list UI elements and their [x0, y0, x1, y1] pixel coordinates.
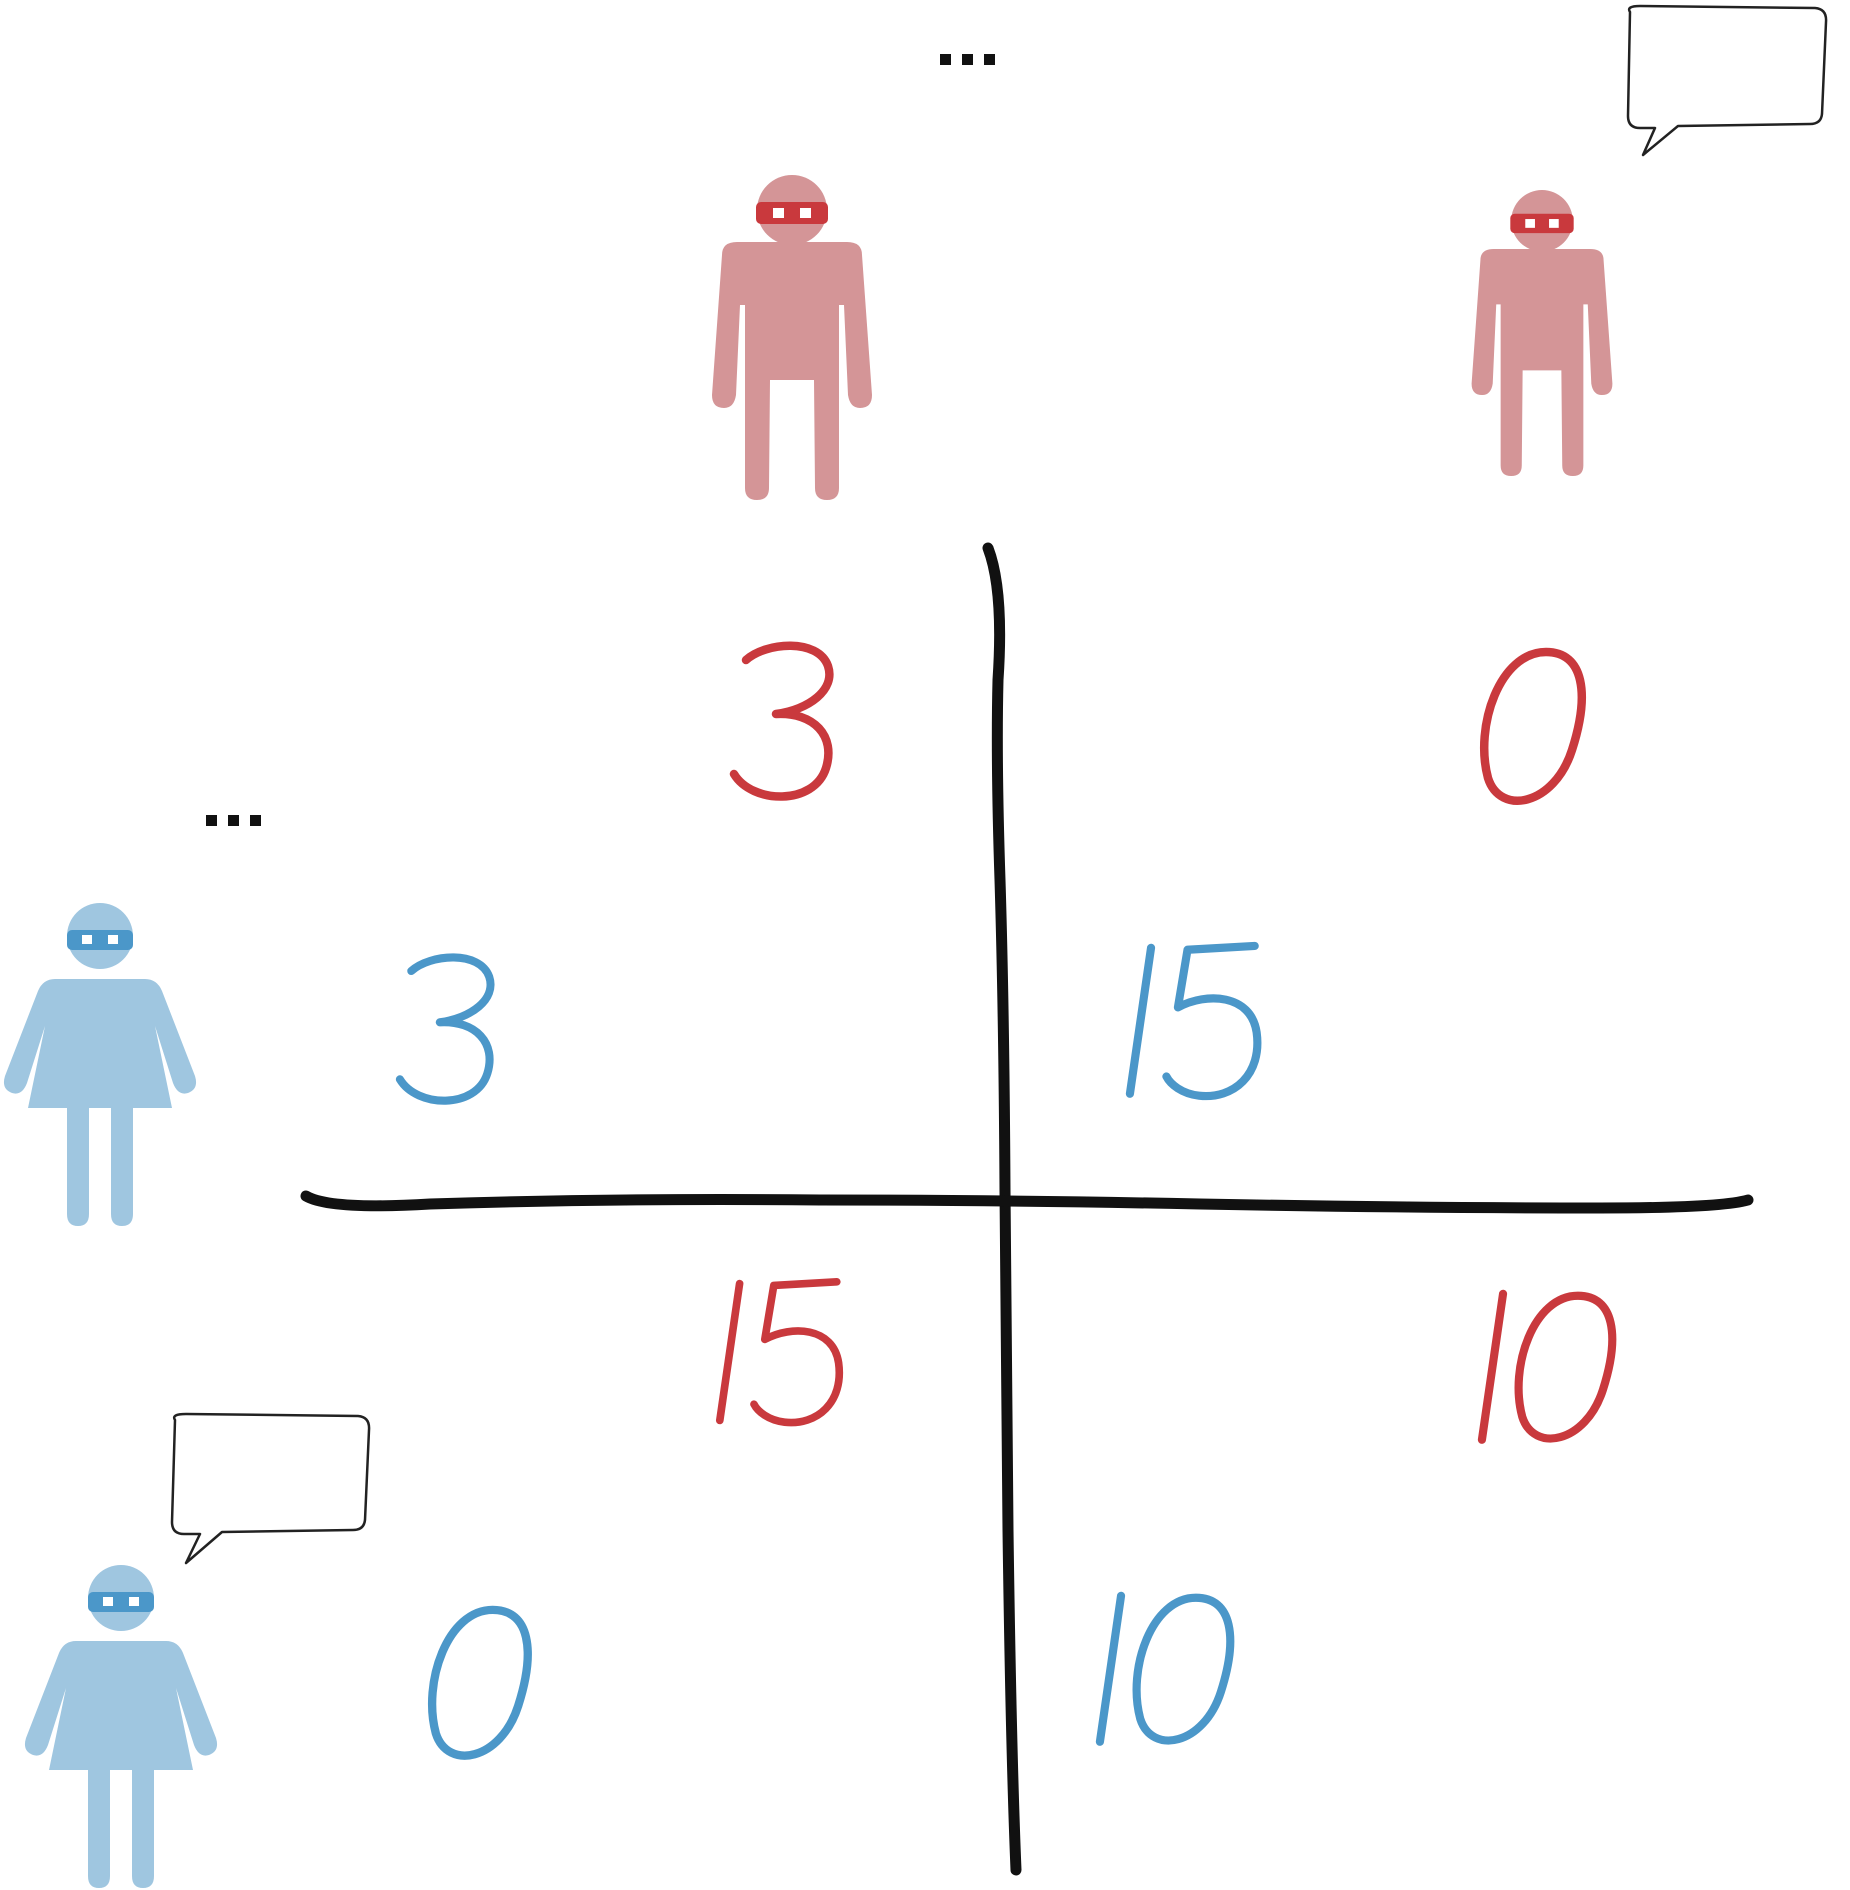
red-payoff-r2-c2: 10: [1477, 1289, 1617, 1444]
row-player-2: [24, 1565, 218, 1888]
mask-icon: [88, 1592, 154, 1612]
matrix-horizontal-line: [300, 1190, 1754, 1214]
row-player-1: [3, 903, 197, 1226]
mask-icon: [67, 930, 133, 950]
digit-0: [1514, 1291, 1617, 1443]
speech-bubble-icon: [1626, 4, 1828, 157]
column-player-1: [712, 175, 872, 500]
woman-masked-icon: [24, 1565, 218, 1888]
blue-payoff-r2-c1: 0: [428, 1605, 532, 1760]
speech-bubble-icon: [170, 1412, 371, 1565]
woman-masked-icon: [3, 903, 197, 1226]
blue-payoff-r2-c2: 10: [1095, 1591, 1235, 1746]
digit-3: [729, 641, 834, 801]
mask-icon: [756, 202, 828, 224]
digit-3: [395, 953, 495, 1105]
digit-1: [715, 1279, 744, 1425]
digit-0: [1132, 1593, 1235, 1745]
digit-0: [428, 1605, 532, 1760]
red-payoff-r1-c2: 0: [1480, 647, 1586, 805]
ellipsis-icon: [940, 54, 995, 65]
mask-icon: [1510, 213, 1574, 234]
digit-0: [1480, 647, 1586, 805]
digit-5: [1162, 941, 1262, 1101]
digit-1: [1095, 1591, 1126, 1746]
digit-5: [750, 1277, 844, 1427]
digit-1: [1125, 943, 1156, 1098]
blue-payoff-r1-c2: 15: [1125, 941, 1262, 1101]
payoff-values: 3 3 0 15 15 0 10 10: [395, 641, 1617, 1760]
red-payoff-r2-c1: 15: [715, 1277, 844, 1427]
digit-1: [1477, 1289, 1508, 1444]
ellipsis-icon: [206, 815, 261, 826]
column-player-2: [1471, 190, 1613, 476]
red-payoff-r1-c1: 3: [729, 641, 834, 801]
blue-payoff-r1-c1: 3: [395, 953, 495, 1105]
matrix-vertical-line: [982, 542, 1022, 1876]
